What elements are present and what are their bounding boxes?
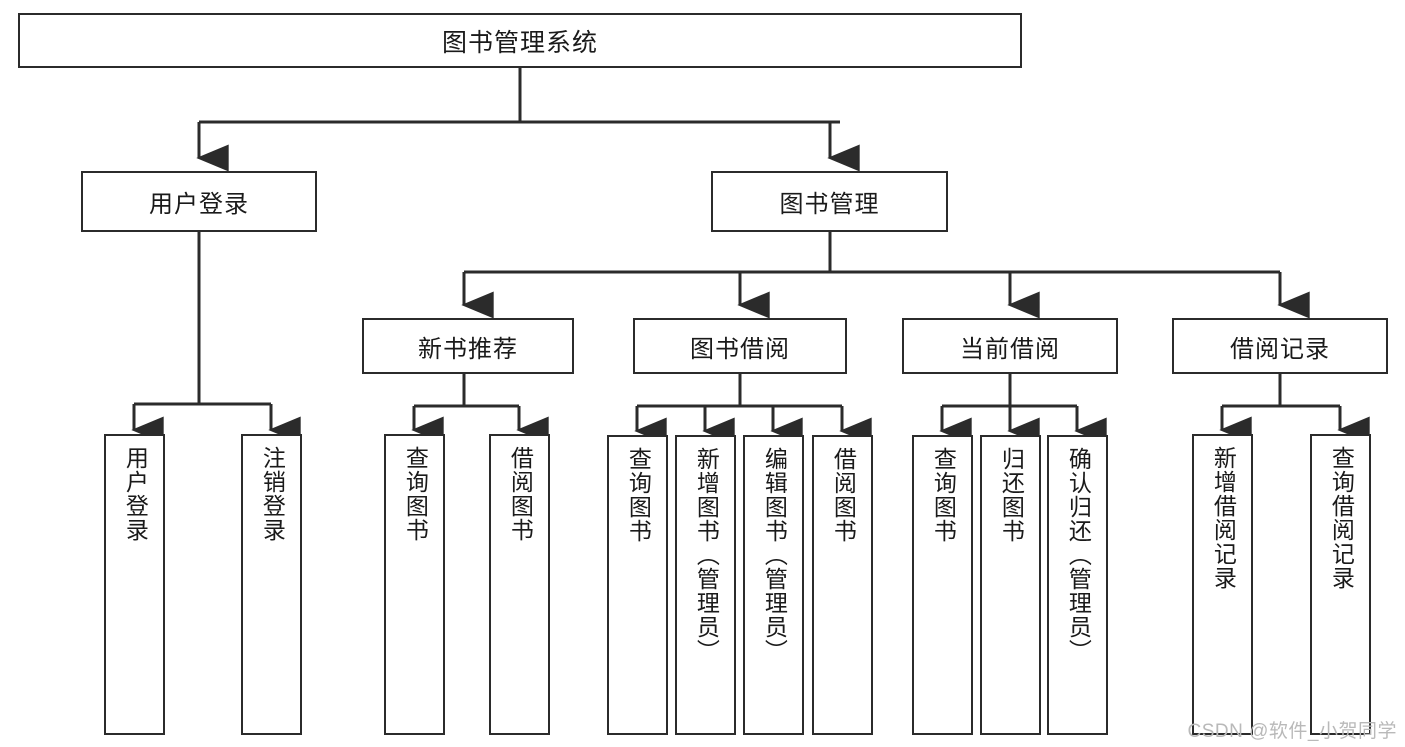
leaf-add-book[interactable]: 新增图书（管理员）	[675, 435, 736, 735]
leaf-query-book-recommend[interactable]: 查询图书	[384, 434, 445, 735]
leaf-query-book-current[interactable]: 查询图书	[912, 435, 973, 735]
node-label: 图书借阅	[690, 335, 790, 363]
node-label: 借阅图书	[830, 447, 857, 543]
leaf-confirm-return[interactable]: 确认归还（管理员）	[1047, 435, 1108, 735]
node-new-book-recommend[interactable]: 新书推荐	[362, 318, 574, 374]
leaf-query-borrow-record[interactable]: 查询借阅记录	[1310, 434, 1371, 735]
leaf-user-login[interactable]: 用户登录	[104, 434, 165, 735]
leaf-edit-book[interactable]: 编辑图书（管理员）	[743, 435, 804, 735]
node-book-management[interactable]: 图书管理	[711, 171, 948, 232]
node-label: 查询图书	[625, 447, 652, 543]
node-borrow-record[interactable]: 借阅记录	[1172, 318, 1388, 374]
node-book-borrow[interactable]: 图书借阅	[633, 318, 847, 374]
node-root-system[interactable]: 图书管理系统	[18, 13, 1022, 68]
leaf-borrow-book[interactable]: 借阅图书	[812, 435, 873, 735]
node-label: 查询借阅记录	[1328, 446, 1355, 590]
node-label: 用户登录	[149, 191, 249, 218]
leaf-logout-login[interactable]: 注销登录	[241, 434, 302, 735]
node-label: 新增图书（管理员）	[693, 447, 720, 663]
csdn-watermark: CSDN @软件_小贺同学	[1187, 721, 1397, 742]
node-label: 查询图书	[402, 446, 429, 542]
node-label: 新书推荐	[418, 335, 518, 363]
node-label: 图书管理系统	[441, 28, 598, 57]
node-label: 新增借阅记录	[1210, 446, 1237, 590]
node-label: 归还图书	[998, 447, 1025, 543]
leaf-add-borrow-record[interactable]: 新增借阅记录	[1192, 434, 1253, 735]
node-label: 编辑图书（管理员）	[761, 447, 788, 663]
node-current-borrow[interactable]: 当前借阅	[902, 318, 1118, 374]
node-label: 借阅图书	[507, 446, 534, 542]
leaf-borrow-book-recommend[interactable]: 借阅图书	[489, 434, 550, 735]
node-label: 当前借阅	[960, 335, 1060, 363]
node-label: 查询图书	[930, 447, 957, 543]
leaf-return-book[interactable]: 归还图书	[980, 435, 1041, 735]
node-label: 图书管理	[779, 191, 880, 218]
node-label: 借阅记录	[1230, 335, 1330, 363]
node-label: 确认归还（管理员）	[1065, 447, 1092, 663]
leaf-query-book-borrow[interactable]: 查询图书	[607, 435, 668, 735]
node-label: 注销登录	[259, 446, 286, 542]
node-user-login[interactable]: 用户登录	[81, 171, 317, 232]
node-label: 用户登录	[122, 446, 149, 542]
